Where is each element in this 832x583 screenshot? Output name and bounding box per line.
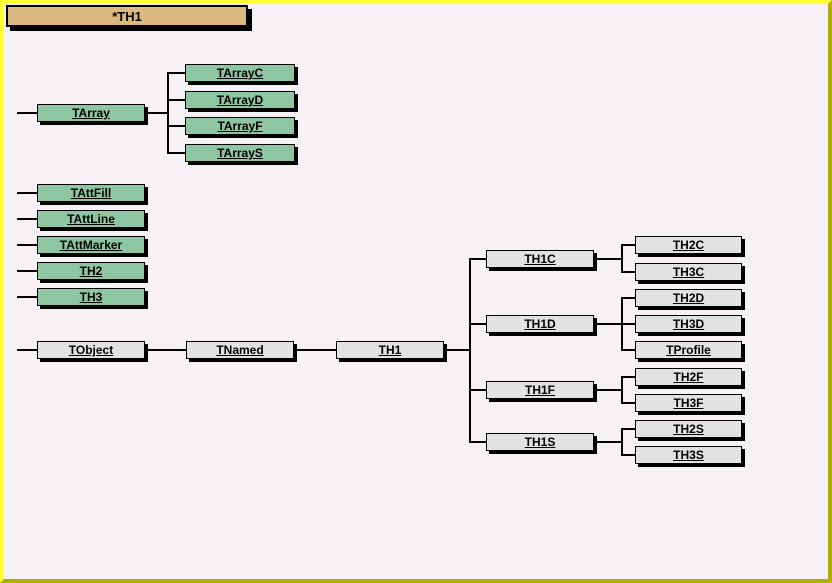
class-link-th1[interactable]: TH1	[378, 343, 402, 357]
fan-bus-line	[469, 258, 471, 443]
fan-bus-line	[621, 428, 623, 456]
diagram-title: *TH1	[112, 8, 142, 24]
class-link-th3d[interactable]: TH3D	[672, 317, 705, 331]
class-link-th3f[interactable]: TH3F	[673, 396, 704, 410]
class-box-th1s[interactable]: TH1S	[486, 433, 594, 451]
class-link-tarrayd[interactable]: TArrayD	[216, 93, 264, 107]
class-box-tarrayf[interactable]: TArrayF	[185, 117, 295, 135]
fan-child-line	[469, 323, 486, 325]
fan-child-line	[621, 323, 635, 325]
wall-stub-line	[17, 112, 37, 114]
class-box-tprofile[interactable]: TProfile	[635, 341, 742, 359]
fan-child-line	[621, 376, 635, 378]
fan-parent-line	[597, 258, 623, 260]
wall-stub-line	[17, 192, 37, 194]
fan-child-line	[167, 99, 185, 101]
class-link-th2c[interactable]: TH2C	[672, 238, 705, 252]
class-box-th3f[interactable]: TH3F	[635, 394, 742, 412]
class-link-th2f[interactable]: TH2F	[673, 370, 704, 384]
fan-parent-line	[597, 323, 623, 325]
class-box-th1[interactable]: TH1	[336, 341, 444, 359]
class-box-tattline[interactable]: TAttLine	[37, 210, 145, 228]
fan-child-line	[621, 244, 635, 246]
class-link-tarray[interactable]: TArray	[72, 106, 110, 120]
class-link-tobject[interactable]: TObject	[68, 343, 114, 357]
class-box-tattfill[interactable]: TAttFill	[37, 184, 145, 202]
class-link-tarrayf[interactable]: TArrayF	[217, 119, 263, 133]
class-box-th2d[interactable]: TH2D	[635, 289, 742, 307]
class-link-th3s[interactable]: TH3S	[673, 448, 704, 462]
class-box-tobject[interactable]: TObject	[37, 341, 145, 359]
wall-stub-line	[17, 349, 37, 351]
class-link-tattline[interactable]: TAttLine	[67, 212, 115, 226]
class-link-tnamed[interactable]: TNamed	[216, 343, 264, 357]
class-box-tarray[interactable]: TArray	[37, 104, 145, 122]
fan-parent-line	[148, 112, 169, 114]
fan-child-line	[469, 441, 486, 443]
class-box-th3c[interactable]: TH3C	[635, 263, 742, 281]
class-link-tattfill[interactable]: TAttFill	[70, 186, 112, 200]
class-link-tprofile[interactable]: TProfile	[666, 343, 711, 357]
class-link-th2s[interactable]: TH2S	[673, 422, 704, 436]
class-link-tarrays[interactable]: TArrayS	[217, 146, 263, 160]
chain-line	[297, 349, 336, 351]
fan-parent-line	[597, 441, 623, 443]
diagram-title-box: *TH1	[6, 5, 248, 27]
wall-stub-line	[17, 296, 37, 298]
class-box-th3[interactable]: TH3	[37, 288, 145, 306]
class-box-th2[interactable]: TH2	[37, 262, 145, 280]
class-box-th1c[interactable]: TH1C	[486, 250, 594, 268]
class-link-th2d[interactable]: TH2D	[672, 291, 705, 305]
class-link-th1c[interactable]: TH1C	[524, 252, 556, 266]
fan-child-line	[621, 297, 635, 299]
class-box-tarrayc[interactable]: TArrayC	[185, 64, 295, 82]
class-box-th2f[interactable]: TH2F	[635, 368, 742, 386]
chain-line	[148, 349, 186, 351]
fan-parent-line	[447, 349, 471, 351]
class-box-th3d[interactable]: TH3D	[635, 315, 742, 333]
class-link-th1s[interactable]: TH1S	[524, 435, 556, 449]
class-box-tattmarker[interactable]: TAttMarker	[37, 236, 145, 254]
class-box-th3s[interactable]: TH3S	[635, 446, 742, 464]
fan-child-line	[621, 428, 635, 430]
class-box-th2c[interactable]: TH2C	[635, 236, 742, 254]
class-box-tarrayd[interactable]: TArrayD	[185, 91, 295, 109]
class-link-th1d[interactable]: TH1D	[524, 317, 556, 331]
fan-child-line	[469, 258, 486, 260]
wall-stub-line	[17, 270, 37, 272]
class-box-th1d[interactable]: TH1D	[486, 315, 594, 333]
class-link-tattmarker[interactable]: TAttMarker	[59, 238, 123, 252]
class-link-th3c[interactable]: TH3C	[672, 265, 705, 279]
class-box-tnamed[interactable]: TNamed	[186, 341, 294, 359]
fan-bus-line	[621, 244, 623, 273]
class-box-th2s[interactable]: TH2S	[635, 420, 742, 438]
fan-child-line	[469, 389, 486, 391]
fan-child-line	[621, 349, 635, 351]
wall-stub-line	[17, 244, 37, 246]
fan-bus-line	[621, 376, 623, 404]
fan-child-line	[167, 125, 185, 127]
fan-parent-line	[597, 389, 623, 391]
fan-child-line	[621, 271, 635, 273]
class-box-tarrays[interactable]: TArrayS	[185, 144, 295, 162]
class-link-th3[interactable]: TH3	[79, 290, 103, 304]
fan-child-line	[167, 72, 185, 74]
fan-child-line	[167, 152, 185, 154]
fan-child-line	[621, 454, 635, 456]
class-box-th1f[interactable]: TH1F	[486, 381, 594, 399]
class-link-tarrayc[interactable]: TArrayC	[216, 66, 264, 80]
class-link-th1f[interactable]: TH1F	[525, 383, 555, 397]
class-link-th2[interactable]: TH2	[79, 264, 103, 278]
fan-bus-line	[167, 72, 169, 154]
fan-child-line	[621, 402, 635, 404]
wall-stub-line	[17, 218, 37, 220]
